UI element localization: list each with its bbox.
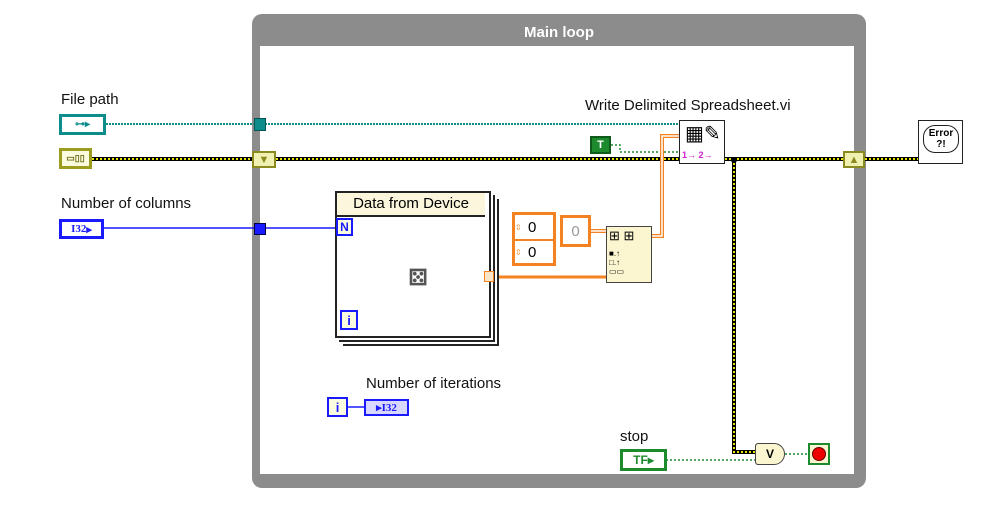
array-element-constant[interactable]: 0: [560, 215, 591, 247]
array-index-2[interactable]: 0: [528, 243, 537, 261]
path-icon: ⊶▸: [74, 119, 91, 130]
error-wire-to-or: [732, 159, 757, 454]
iterations-label: Number of iterations: [366, 375, 502, 392]
shift-register-left: ▼: [252, 151, 276, 168]
columns-label: Number of columns: [61, 195, 192, 212]
true-constant[interactable]: T: [590, 136, 611, 154]
stop-sign-icon: [812, 447, 826, 461]
file-path-label: File path: [61, 91, 119, 108]
subvi-icon-text: 1→ 2→: [682, 150, 713, 160]
or-gate[interactable]: V: [755, 443, 785, 465]
error-out-indicator[interactable]: Error ?!: [918, 120, 963, 164]
error-speech-bubble-icon: Error ?!: [923, 125, 959, 153]
stop-control[interactable]: TF▸: [620, 449, 667, 471]
shift-register-right: ▲: [843, 151, 865, 168]
for-iteration-terminal: i: [340, 310, 358, 330]
build-array-node[interactable]: ⊞ ⊞ ■.↑□.↑▭▭: [606, 226, 652, 283]
array-constant[interactable]: ⇳0 ⇳0: [512, 212, 556, 266]
stop-label: stop: [620, 428, 649, 445]
file-path-control[interactable]: ⊶▸: [59, 114, 106, 135]
dimension-icon: ■.↑□.↑▭▭: [609, 249, 625, 276]
count-terminal: N: [336, 218, 353, 236]
path-tunnel: [254, 118, 266, 131]
spreadsheet-pencil-icon: ▦✎: [685, 123, 721, 145]
for-loop-label: Data from Device: [337, 193, 485, 217]
subvi-label: Write Delimited Spreadsheet.vi: [585, 97, 791, 114]
number-of-columns-control[interactable]: I32▸: [59, 219, 104, 239]
auto-index-tunnel: [484, 271, 494, 282]
array-index-1[interactable]: 0: [528, 218, 537, 236]
true-wire: [611, 144, 679, 153]
loop-condition-stop-terminal[interactable]: [808, 443, 830, 465]
error-in-control[interactable]: ▭▯▯: [59, 148, 92, 169]
main-loop-title: Main loop: [524, 24, 594, 41]
cluster-icon: ▭▯▯: [66, 153, 85, 163]
columns-tunnel: [254, 223, 266, 235]
number-of-iterations-indicator: ▸I32: [364, 399, 409, 416]
random-number-dice-icon[interactable]: ⚄: [408, 265, 428, 290]
array-icon: ⊞ ⊞: [609, 228, 635, 243]
while-iteration-terminal: i: [327, 397, 348, 417]
write-delimited-spreadsheet-subvi[interactable]: ▦✎ 1→ 2→: [679, 120, 725, 164]
